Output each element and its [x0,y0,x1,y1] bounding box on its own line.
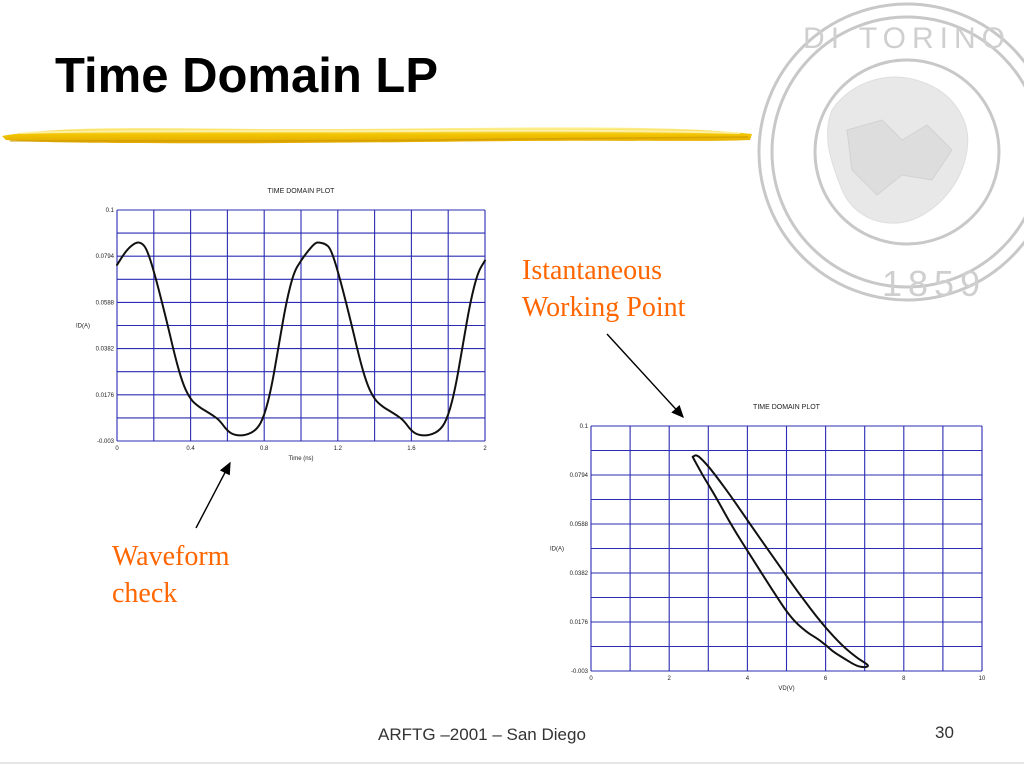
x-tick-label: 0.8 [260,446,269,452]
chart-title: TIME DOMAIN PLOT [268,188,336,195]
x-tick-label: 6 [824,676,828,682]
y-tick-label: 0.0794 [570,473,589,479]
slide-title: Time Domain LP [55,49,439,103]
svg-text:DI TORINO: DI TORINO [803,22,1011,55]
callout-waveform-line1: Waveform [112,541,230,572]
y-tick-label: 0.0794 [96,254,115,260]
x-tick-label: 1.6 [407,446,416,452]
y-tick-label: 0.0382 [96,347,115,353]
x-tick-label: 0.4 [186,446,195,452]
arrow-to-waveform [195,461,231,529]
y-tick-label: 0.0176 [570,620,589,626]
callout-working-point-line2: Working Point [522,292,686,323]
y-axis-label: ID(A) [76,324,90,330]
x-tick-label: 10 [979,676,986,682]
y-axis-label: ID(A) [550,547,564,553]
chart-title: TIME DOMAIN PLOT [753,404,821,411]
x-tick-label: 4 [746,676,750,682]
y-tick-label: 0.1 [106,208,115,214]
university-seal-watermark: DI TORINO 1859 [757,2,1024,304]
highlighter-brush-stroke [2,127,752,144]
x-axis-label: Time (ns) [288,456,313,462]
y-tick-label: 0.1 [580,424,589,430]
x-tick-label: 2 [668,676,672,682]
x-axis-label: VD(V) [778,686,794,692]
x-tick-label: 8 [902,676,906,682]
y-tick-label: 0.0588 [570,522,589,528]
callout-waveform-line2: check [112,578,178,609]
y-tick-label: 0.0382 [570,571,589,577]
footer-text: ARFTG –2001 – San Diego [378,725,586,744]
load-line-chart: TIME DOMAIN PLOT -0.003 0.0176 0.0382 0.0588… [550,404,986,692]
time-waveform-chart: TIME DOMAIN PLOT -0.003 0.0176 0.0382 0.0588… [76,188,487,462]
callout-working-point-line1: Istantaneous [522,255,662,286]
y-tick-label: 0.0176 [96,393,115,399]
series-line [691,454,869,669]
series-line [116,241,486,437]
chart-grid [590,425,983,672]
x-tick-label: 0 [589,676,593,682]
x-tick-label: 1.2 [334,446,343,452]
callout-working-point: Istantaneous Working Point [522,252,685,326]
x-tick-label: 2 [483,446,487,452]
x-tick-label: 0 [115,446,119,452]
y-tick-label: -0.003 [571,669,589,675]
y-tick-label: 0.0588 [96,300,115,306]
y-tick-label: -0.003 [97,439,115,445]
chart-grid [116,209,486,442]
callout-waveform-check: Waveform check [112,538,229,612]
bottom-divider [0,762,1024,764]
svg-text:1859: 1859 [882,263,986,304]
page-number: 30 [935,723,954,742]
